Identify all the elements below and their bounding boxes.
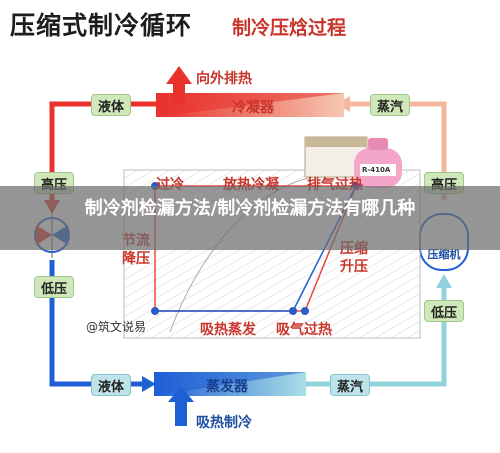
absorb-heat-label: 吸热制冷	[196, 415, 252, 431]
left-low-pressure-tag: 低压	[34, 276, 74, 298]
top-right-pipe-tag: 蒸汽	[370, 94, 410, 116]
refrigerant-cylinder	[304, 136, 402, 188]
evaporate-label: 吸热蒸发	[200, 322, 256, 338]
state-point	[289, 307, 297, 315]
watermark: @筑文说易	[86, 320, 147, 334]
cylinder-label: R-410A	[362, 166, 391, 174]
evaporator-label: 蒸发器	[206, 379, 248, 395]
state-point	[301, 307, 309, 315]
heat-out-label: 向外排热	[196, 71, 252, 87]
right-low-pressure-tag: 低压	[424, 300, 464, 322]
condenser-label: 冷凝器	[232, 100, 274, 116]
heat-out-arrow	[166, 66, 192, 104]
compressor-label: 压缩机	[427, 248, 461, 261]
suction-superheat-label: 吸气过热	[276, 322, 332, 338]
overlay-title: 制冷剂检漏方法/制冷剂检漏方法有哪几种	[84, 198, 416, 219]
bottom-right-pipe-tag: 蒸汽	[330, 374, 370, 396]
heat-in-arrow	[168, 386, 194, 426]
overlay-banner	[0, 186, 500, 250]
sub-title: 制冷压焓过程	[232, 17, 347, 39]
bottom-left-pipe-tag: 液体	[91, 374, 131, 396]
top-left-pipe-tag: 液体	[91, 94, 131, 116]
main-title: 压缩式制冷循环	[10, 11, 193, 40]
state-point	[151, 307, 159, 315]
